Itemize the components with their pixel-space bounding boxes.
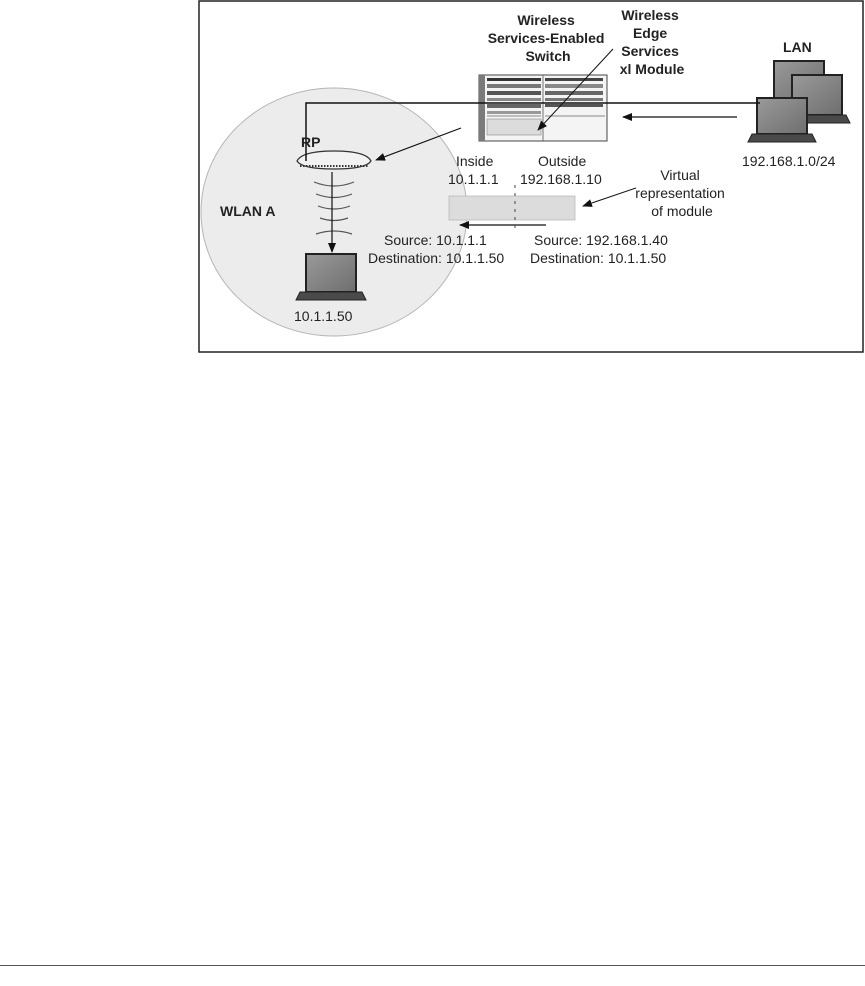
wlan-label: WLAN A [220, 203, 275, 219]
virtual-representation-label: Virtual representation of module [635, 167, 728, 219]
radio-waves-icon [313, 181, 355, 235]
rp-label: RP [301, 134, 320, 150]
rp-to-switch-cable [305, 102, 760, 161]
outside-packet-source: Source: 192.168.1.40 [534, 232, 668, 248]
client-ip-label: 10.1.1.50 [294, 308, 353, 324]
page-footer-rule [0, 965, 865, 966]
switch-icon [478, 74, 608, 142]
inside-ip-label: 10.1.1.1 [448, 171, 499, 187]
outside-label: Outside [538, 153, 586, 169]
virtual-module-arrow [582, 187, 637, 207]
module-label-arrow [537, 48, 614, 131]
access-point-icon [296, 150, 372, 170]
network-diagram: Wireless Services-Enabled Switch Wireles… [198, 0, 864, 353]
switch-to-rp-arrow [375, 127, 462, 161]
switch-label: Wireless Services-Enabled Switch [488, 12, 609, 64]
client-laptop-icon [295, 253, 367, 301]
inside-label: Inside [456, 153, 494, 169]
module-label: Wireless Edge Services xl Module [620, 7, 685, 77]
inside-packet-source: Source: 10.1.1.1 [384, 232, 487, 248]
outside-packet-destination: Destination: 10.1.1.50 [530, 250, 666, 266]
virtual-module-box [448, 195, 576, 221]
outside-ip-label: 192.168.1.10 [520, 171, 602, 187]
lan-subnet-label: 192.168.1.0/24 [742, 153, 836, 169]
lan-label: LAN [783, 39, 812, 55]
inside-packet-destination: Destination: 10.1.1.50 [368, 250, 504, 266]
lan-laptops-icon [747, 60, 851, 143]
